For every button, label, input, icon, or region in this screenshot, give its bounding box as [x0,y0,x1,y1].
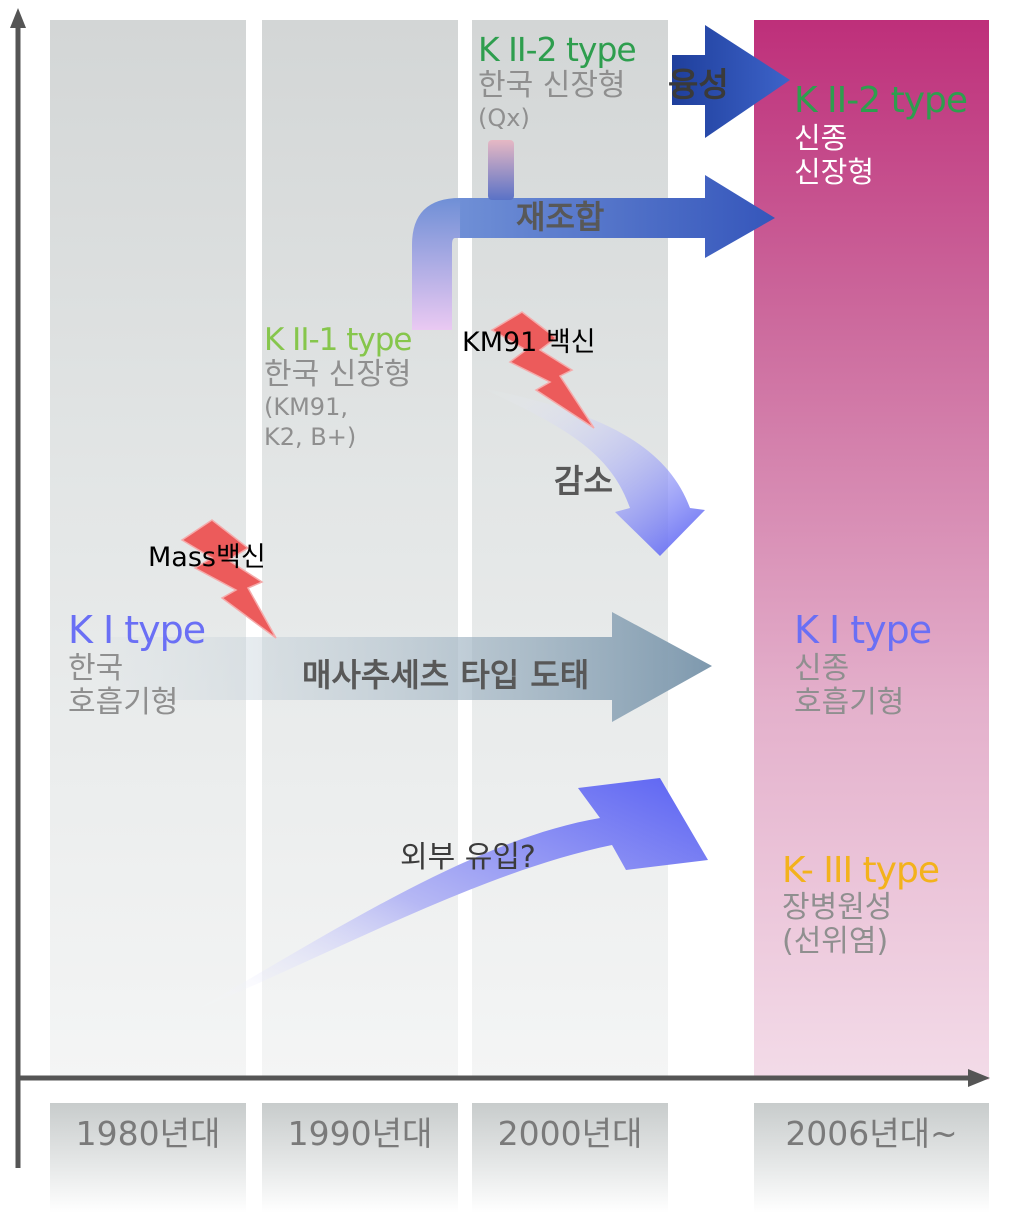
period-2006s: 2006년대~ [754,1103,989,1213]
k2-1-korea-line2: (KM91, [264,393,348,421]
km91-vaccine-lightning-icon [490,311,595,429]
recombination-label: 재조합 [516,198,605,236]
recombination-arrow-body [460,175,775,258]
axes [10,8,990,1168]
fusion-arrow [672,25,790,138]
mass-vaccine-lightning-icon [180,519,277,639]
k3-new-line2: (선위염) [782,924,889,959]
period-1990s: 1990년대 [262,1103,458,1213]
external-introduction-arrow [192,778,708,1012]
k3-new-block: K- III type 장병원성 (선위염) [782,850,940,959]
recombination-arrow-stem [412,198,470,330]
period-label: 2000년대 [497,1114,643,1153]
x-axis-arrowhead [968,1069,990,1087]
k1-korea-line1: 한국 [68,651,124,686]
k2-1-korea-title: K II-1 type [264,322,412,358]
k1-korea-block: K I type 한국 호흡기형 [68,608,206,720]
k2-1-korea-line3: K2, B+) [264,423,357,451]
fusion-label: 융성 [668,65,729,104]
k3-new-line1: 장병원성 [782,890,893,925]
k2-2-new-line1: 신종 [794,121,848,155]
k2-2-new-line2: 신장형 [794,155,875,189]
recombination-arrow-source [488,140,514,200]
decrease-label: 감소 [554,462,613,500]
period-label: 1990년대 [287,1114,433,1153]
k2-1-korea-block: K II-1 type 한국 신장형 (KM91, K2, B+) [264,322,412,452]
k1-new-block: K I type 신종 호흡기형 [794,608,932,720]
km91-vaccine-label: KM91 백신 [462,327,596,358]
k2-2-korea-line2: (Qx) [478,104,530,132]
period-label: 2006년대~ [785,1114,958,1153]
mass-vaccine-label: Mass백신 [148,542,266,573]
mass-elimination-arrow [110,612,712,722]
k1-korea-line2: 호흡기형 [68,685,179,720]
k3-new-title: K- III type [782,850,940,891]
k2-2-new-block: K II-2 type 신종 신장형 [794,80,968,189]
k2-2-korea-line1: 한국 신장형 [478,68,626,103]
k2-2-new-title: K II-2 type [794,80,968,121]
period-1980s: 1980년대 [50,1103,246,1213]
external-introduction-label: 외부 유입? [400,840,536,875]
k1-new-title: K I type [794,608,932,652]
k1-new-line1: 신종 [794,651,850,686]
k2-1-korea-line1: 한국 신장형 [264,357,412,392]
k1-new-line2: 호흡기형 [794,685,905,720]
k2-2-korea-title: K II-2 type [478,30,637,69]
y-axis-arrowhead [10,8,26,28]
k1-korea-title: K I type [68,608,206,652]
period-2000s: 2000년대 [472,1103,668,1213]
period-label: 1980년대 [75,1114,221,1153]
mass-elimination-label: 매사추세츠 타입 도태 [302,656,590,694]
k2-2-korea-block: K II-2 type 한국 신장형 (Qx) [478,30,637,133]
decrease-arrow [482,388,705,556]
column-2006s [754,20,989,1080]
